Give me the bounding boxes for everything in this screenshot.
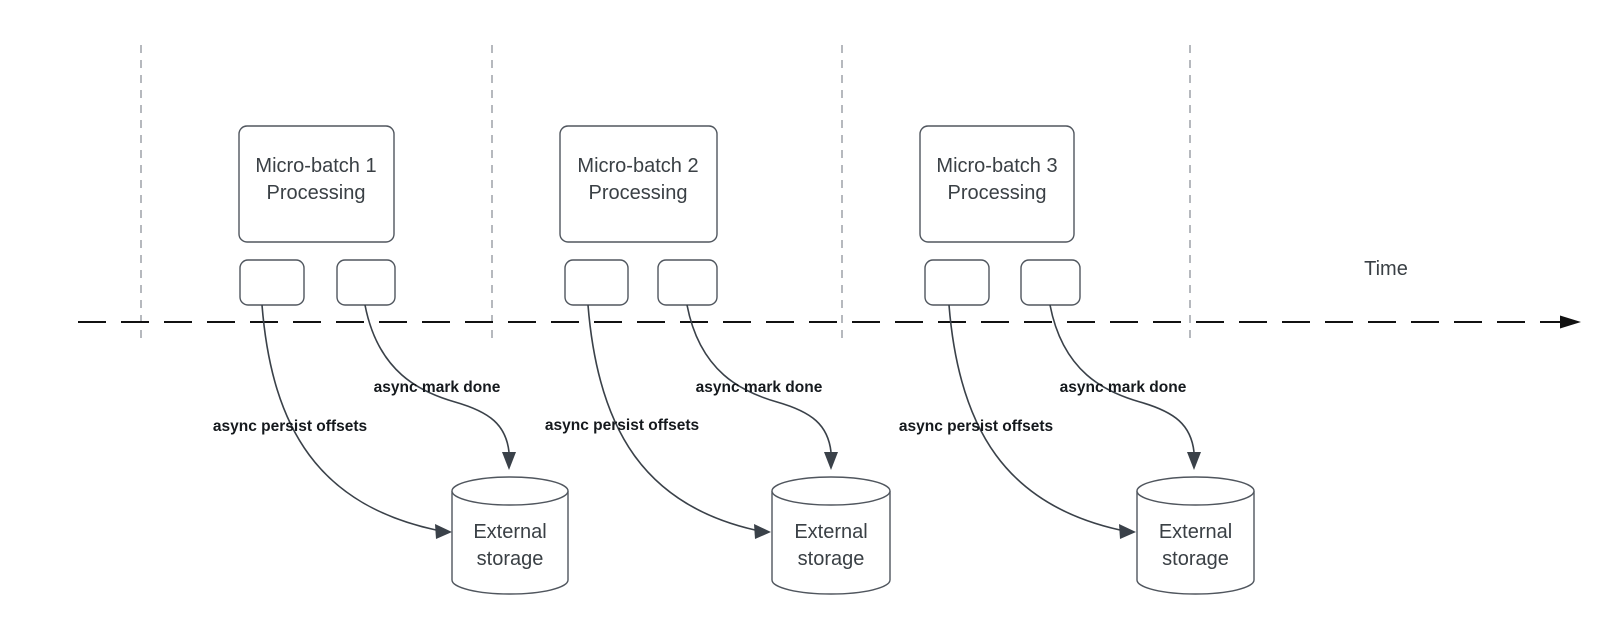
persist-offsets-task-box — [564, 259, 629, 306]
microbatch-2-processing-box — [559, 125, 718, 243]
persist-offsets-task-box — [239, 259, 305, 306]
microbatch-3-title-line1: Micro-batch 3 — [936, 155, 1057, 177]
persist-offsets-label: async persist offsets — [899, 418, 1053, 435]
persist-offsets-label: async persist offsets — [213, 418, 367, 435]
microbatch-2-title-line2: Processing — [589, 182, 688, 204]
persist-offsets-task-box — [924, 259, 990, 306]
persist-offsets-arrow — [948, 304, 1121, 531]
cylinder-body — [1136, 491, 1255, 595]
time-gridlines — [140, 45, 1191, 338]
external-storage-label-line1: External — [1159, 521, 1232, 543]
mark-done-arrowhead — [502, 452, 516, 470]
persist-offsets-arrowhead — [754, 524, 771, 539]
microbatch-group-3: Micro-batch 3 Processing async persist o… — [899, 125, 1255, 595]
timeline-axis: Time — [78, 258, 1581, 329]
persist-offsets-arrowhead — [435, 524, 452, 539]
mark-done-arrowhead — [824, 452, 838, 470]
persist-offsets-label: async persist offsets — [545, 417, 699, 434]
mark-done-label: async mark done — [374, 379, 501, 396]
microbatch-1-processing-box — [238, 125, 395, 243]
microbatch-3-processing-box — [919, 125, 1075, 243]
microbatch-group-2: Micro-batch 2 Processing async persist o… — [545, 125, 891, 595]
microbatch-group-1: Micro-batch 1 Processing async persist o… — [213, 125, 569, 595]
external-storage-cylinder: External storage — [1136, 476, 1255, 595]
microbatch-1-title-line2: Processing — [267, 182, 366, 204]
mark-done-label: async mark done — [696, 379, 823, 396]
mark-done-arrowhead — [1187, 452, 1201, 470]
external-storage-cylinder: External storage — [771, 476, 891, 595]
external-storage-label-line1: External — [794, 521, 867, 543]
external-storage-label-line1: External — [473, 521, 546, 543]
mark-done-task-box — [336, 259, 396, 306]
persist-offsets-arrowhead — [1119, 524, 1136, 539]
external-storage-label-line2: storage — [1162, 548, 1229, 570]
mark-done-task-box — [657, 259, 718, 306]
mark-done-task-box — [1020, 259, 1081, 306]
time-axis-label: Time — [1364, 258, 1408, 280]
cylinder-body — [451, 491, 569, 595]
microbatch-2-title-line1: Micro-batch 2 — [577, 155, 698, 177]
mark-done-arrow — [686, 304, 832, 453]
timeline-arrowhead — [1560, 315, 1581, 329]
external-storage-label-line2: storage — [798, 548, 865, 570]
external-storage-label-line2: storage — [477, 548, 544, 570]
cylinder-top — [771, 476, 891, 506]
cylinder-body — [771, 491, 891, 595]
mark-done-label: async mark done — [1060, 379, 1187, 396]
microbatch-3-title-line2: Processing — [948, 182, 1047, 204]
microbatch-1-title-line1: Micro-batch 1 — [255, 155, 376, 177]
mark-done-arrow — [1049, 304, 1195, 453]
persist-offsets-arrow — [587, 304, 756, 531]
persist-offsets-arrow — [261, 304, 437, 531]
cylinder-top — [1136, 476, 1255, 506]
mark-done-arrow — [364, 304, 510, 453]
external-storage-cylinder: External storage — [451, 476, 569, 595]
cylinder-top — [451, 476, 569, 506]
